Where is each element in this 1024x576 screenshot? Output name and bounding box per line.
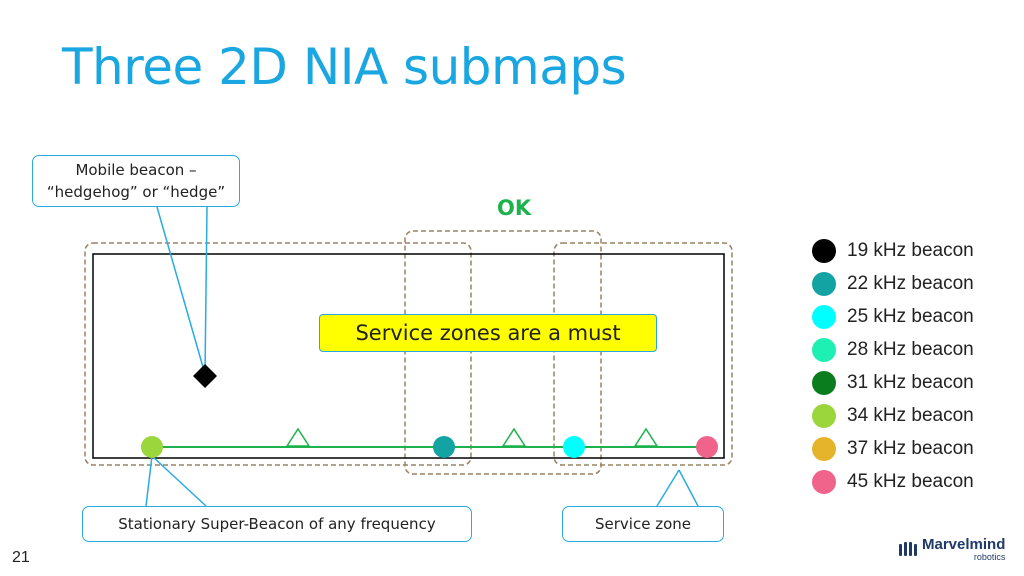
stationary-callout-pointer bbox=[151, 455, 207, 507]
legend-label: 31 kHz beacon bbox=[847, 371, 974, 393]
legend-label: 19 kHz beacon bbox=[847, 239, 974, 261]
mobile-beacon-diamond bbox=[193, 364, 217, 388]
legend-item: 45 kHz beacon bbox=[812, 465, 974, 498]
legend-label: 37 kHz beacon bbox=[847, 437, 974, 459]
legend-dot bbox=[812, 337, 836, 362]
logo-name: Marvelmind bbox=[922, 536, 1006, 553]
beacon-22khz bbox=[433, 436, 455, 458]
submap-zone-3 bbox=[553, 242, 733, 466]
page-title: Three 2D NIA submaps bbox=[62, 38, 627, 96]
service-callout-pointer bbox=[656, 469, 680, 507]
room-outline bbox=[92, 253, 725, 459]
service-zone-callout: Service zone bbox=[562, 506, 724, 542]
service-zones-banner: Service zones are a must bbox=[319, 314, 657, 352]
legend-item: 19 kHz beacon bbox=[812, 234, 974, 267]
legend-dot bbox=[812, 238, 836, 263]
submap-triangle bbox=[501, 427, 527, 447]
mobile-callout-pointer bbox=[204, 206, 208, 375]
legend-item: 31 kHz beacon bbox=[812, 366, 974, 399]
marvelmind-logo: Marvelmind robotics bbox=[898, 537, 1005, 562]
legend-dot bbox=[812, 271, 836, 296]
beacon-34khz bbox=[141, 436, 163, 458]
legend-item: 28 kHz beacon bbox=[812, 333, 974, 366]
legend-item: 34 kHz beacon bbox=[812, 399, 974, 432]
legend-label: 22 kHz beacon bbox=[847, 272, 974, 294]
legend-item: 37 kHz beacon bbox=[812, 432, 974, 465]
legend-item: 22 kHz beacon bbox=[812, 267, 974, 300]
mobile-callout-pointer bbox=[156, 206, 206, 375]
stationary-callout-pointer bbox=[145, 455, 153, 507]
legend-dot bbox=[812, 469, 836, 494]
service-callout-pointer bbox=[678, 469, 699, 507]
legend-dot bbox=[812, 403, 836, 428]
submap-triangle bbox=[633, 427, 659, 447]
marvelmind-logo-icon bbox=[899, 541, 917, 556]
beacon-legend: 19 kHz beacon 22 kHz beacon 25 kHz beacon 2… bbox=[812, 234, 974, 498]
beacon-25khz bbox=[563, 436, 585, 458]
logo-subtitle: robotics bbox=[973, 552, 1006, 562]
legend-label: 34 kHz beacon bbox=[847, 404, 974, 426]
legend-dot bbox=[812, 370, 836, 395]
stationary-beacon-callout: Stationary Super-Beacon of any frequency bbox=[82, 506, 472, 542]
submap-triangle bbox=[285, 427, 311, 447]
legend-label: 45 kHz beacon bbox=[847, 470, 974, 492]
mobile-callout-line2: “hedgehog” or “hedge” bbox=[46, 183, 226, 201]
legend-label: 28 kHz beacon bbox=[847, 338, 974, 360]
mobile-beacon-callout: Mobile beacon – “hedgehog” or “hedge” bbox=[32, 155, 240, 207]
submap-zone-2 bbox=[404, 230, 602, 475]
legend-dot bbox=[812, 304, 836, 329]
legend-label: 25 kHz beacon bbox=[847, 305, 974, 327]
beacon-45khz bbox=[696, 436, 718, 458]
legend-dot bbox=[812, 436, 836, 461]
page-number: 21 bbox=[12, 549, 30, 566]
ok-label: OK bbox=[497, 196, 532, 220]
submap-zone-1 bbox=[84, 242, 472, 466]
legend-item: 25 kHz beacon bbox=[812, 300, 974, 333]
mobile-callout-line1: Mobile beacon – bbox=[75, 161, 197, 179]
